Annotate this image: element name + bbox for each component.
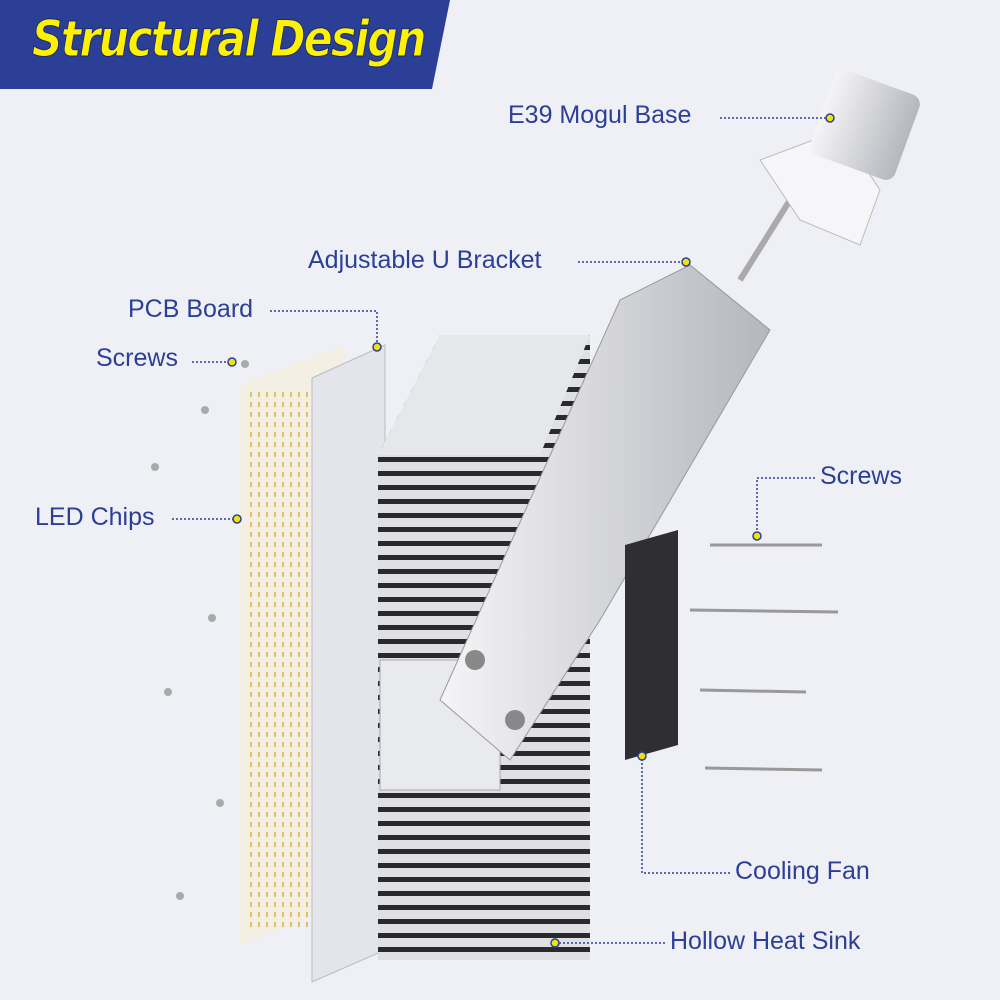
label-led-chips: LED Chips [35, 503, 155, 531]
label-heat-sink: Hollow Heat Sink [670, 927, 861, 955]
page-title: Structural Design [32, 10, 427, 69]
title-banner [0, 0, 450, 89]
label-screws-right: Screws [820, 462, 902, 490]
small-screws [151, 360, 249, 900]
label-pcb-board: PCB Board [128, 295, 254, 323]
label-cooling-fan: Cooling Fan [735, 857, 870, 885]
u-bracket [439, 264, 771, 761]
label-u-bracket: Adjustable U Bracket [308, 246, 542, 274]
label-mogul-base: E39 Mogul Base [508, 101, 692, 129]
pcb-board [311, 344, 386, 983]
cooling-fan [625, 530, 678, 760]
long-screws [689, 543, 839, 772]
label-screws-left: Screws [96, 344, 178, 372]
mogul-base [737, 70, 920, 282]
